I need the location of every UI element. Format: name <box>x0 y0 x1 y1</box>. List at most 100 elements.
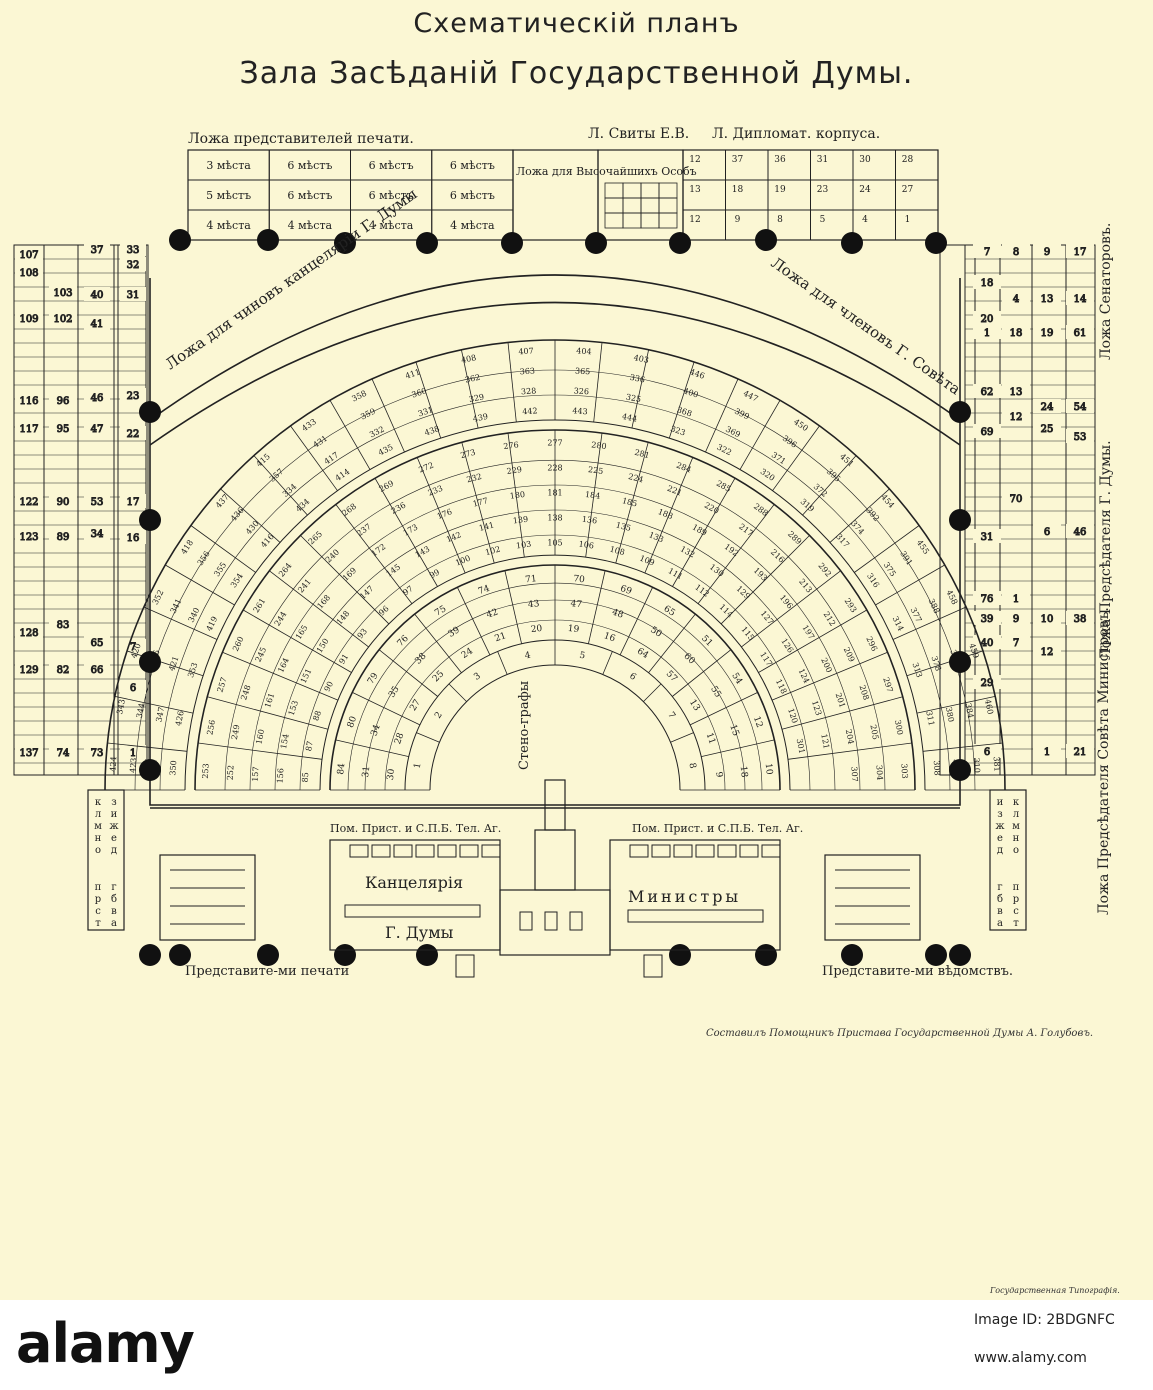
seat-number: 404 <box>576 346 592 356</box>
chancellery-label-2: Г. Думы <box>385 923 454 942</box>
hemicycle-radial <box>457 587 491 656</box>
seat-number: 253 <box>201 763 211 779</box>
seat-number: 381 <box>992 756 1002 772</box>
letter-seat: к <box>95 797 102 808</box>
seat-number: 426 <box>174 710 186 727</box>
suite-cell <box>640 182 660 199</box>
left-number-bg <box>15 529 43 543</box>
hemicycle-radial <box>906 650 984 677</box>
seat-number: 447 <box>742 389 760 404</box>
diplomat-cell-number: 8 <box>777 215 783 225</box>
hemicycle-radial <box>448 683 467 702</box>
seat-number: 153 <box>287 699 300 716</box>
aisle-number-bg <box>120 287 146 301</box>
seat-number: 331 <box>417 405 434 418</box>
right-number-bg <box>973 591 1001 605</box>
letter-seat: а <box>997 918 1003 929</box>
seat-number: 407 <box>518 346 534 356</box>
right-number-bg <box>1033 524 1061 538</box>
aisle-number-bg <box>120 494 146 508</box>
letter-seat: з <box>997 809 1002 820</box>
seat-number: 39 <box>447 625 462 640</box>
right-seat-number: 46 <box>1074 527 1087 538</box>
left-aisle-number: 31 <box>127 290 140 301</box>
seat-number: 150 <box>315 637 331 655</box>
left-seat-number: 107 <box>19 250 38 261</box>
seat-number: 213 <box>797 577 814 595</box>
seat-number: 317 <box>834 532 851 549</box>
seat-number: 273 <box>459 448 476 461</box>
plan-title-line1: Схематическій планъ <box>413 8 740 39</box>
ministers-table <box>627 909 764 923</box>
seat-number: 225 <box>588 465 604 476</box>
seat-number: 51 <box>699 634 714 649</box>
pillar-dot <box>925 944 947 966</box>
right-seat-number: 29 <box>981 678 994 689</box>
seat-number: 341 <box>169 597 184 615</box>
seat-number: 31 <box>361 766 372 778</box>
seat-number: 297 <box>881 676 894 693</box>
right-seat-number: 38 <box>1074 614 1087 625</box>
pillar-dot <box>755 944 777 966</box>
seat-number: 320 <box>759 467 777 483</box>
seat-number: 7 <box>665 710 677 721</box>
left-seat-number: 122 <box>19 497 38 508</box>
pillar-dot <box>669 232 691 254</box>
left-seat-number: 102 <box>53 314 72 325</box>
seat-number: 310 <box>972 757 982 773</box>
seat-number: 205 <box>868 724 880 741</box>
seat-number: 248 <box>239 684 252 701</box>
seat-number: 130 <box>708 562 726 578</box>
inner-number-bg <box>84 635 110 649</box>
right-seat-number: 9 <box>1013 614 1019 625</box>
hemicycle-radial <box>107 742 188 752</box>
letter-seat: ж <box>109 821 119 832</box>
seat-number: 380 <box>944 706 956 723</box>
royal-box-frame <box>512 149 599 241</box>
aisle-number-bg <box>120 745 146 759</box>
ministers-bench <box>629 844 649 858</box>
plan-title-line2: Зала Засѣданій Государственной Думы. <box>239 56 914 91</box>
left-inner-number: 73 <box>91 748 104 759</box>
diplomat-cell-number: 31 <box>817 155 828 165</box>
diplomat-cell-number: 4 <box>862 215 868 225</box>
seat-number: 313 <box>910 661 923 678</box>
right-number-bg <box>1033 325 1061 339</box>
seat-number: 16 <box>602 631 616 644</box>
right-number-bg <box>1002 591 1030 605</box>
hemicycle-arc <box>184 419 926 791</box>
press-cell-label: 4 мѣста <box>450 219 495 232</box>
pillar-dot <box>139 401 161 423</box>
letter-seat: м <box>94 821 102 832</box>
seat-number: 106 <box>578 540 594 551</box>
seat-number: 408 <box>460 353 477 365</box>
hemicycle-radial <box>644 457 694 574</box>
right-seat-number: 18 <box>981 278 994 289</box>
left-seat-number: 96 <box>57 396 70 407</box>
left-aisle-number: 17 <box>127 497 140 508</box>
hemicycle-radial <box>615 442 649 564</box>
right-number-bg <box>973 244 1001 258</box>
left-inner-number: 66 <box>91 665 104 676</box>
seat-number: 260 <box>231 635 246 653</box>
suite-cell <box>640 197 660 214</box>
inner-number-bg <box>84 526 110 540</box>
hemicycle-radial <box>165 564 235 606</box>
chancellery-bench <box>459 844 479 858</box>
hemicycle-radial <box>720 535 810 625</box>
seat-number: 264 <box>277 561 294 579</box>
seat-number: 156 <box>276 768 286 784</box>
pillar-dot <box>949 944 971 966</box>
hemicycle-radial <box>143 606 218 640</box>
right-number-bg <box>1066 325 1094 339</box>
seat-number: 375 <box>882 561 898 579</box>
hemicycle-radial <box>461 349 479 429</box>
seat-number: 360 <box>411 386 428 399</box>
seat-number: 352 <box>151 588 166 606</box>
left-number-bg <box>15 625 43 639</box>
seat-number: 300 <box>893 719 905 736</box>
right-seat-number: 14 <box>1074 294 1087 305</box>
seat-number: 209 <box>842 646 857 664</box>
right-number-bg <box>1033 421 1061 435</box>
alamy-logo: alamy <box>16 1312 195 1375</box>
